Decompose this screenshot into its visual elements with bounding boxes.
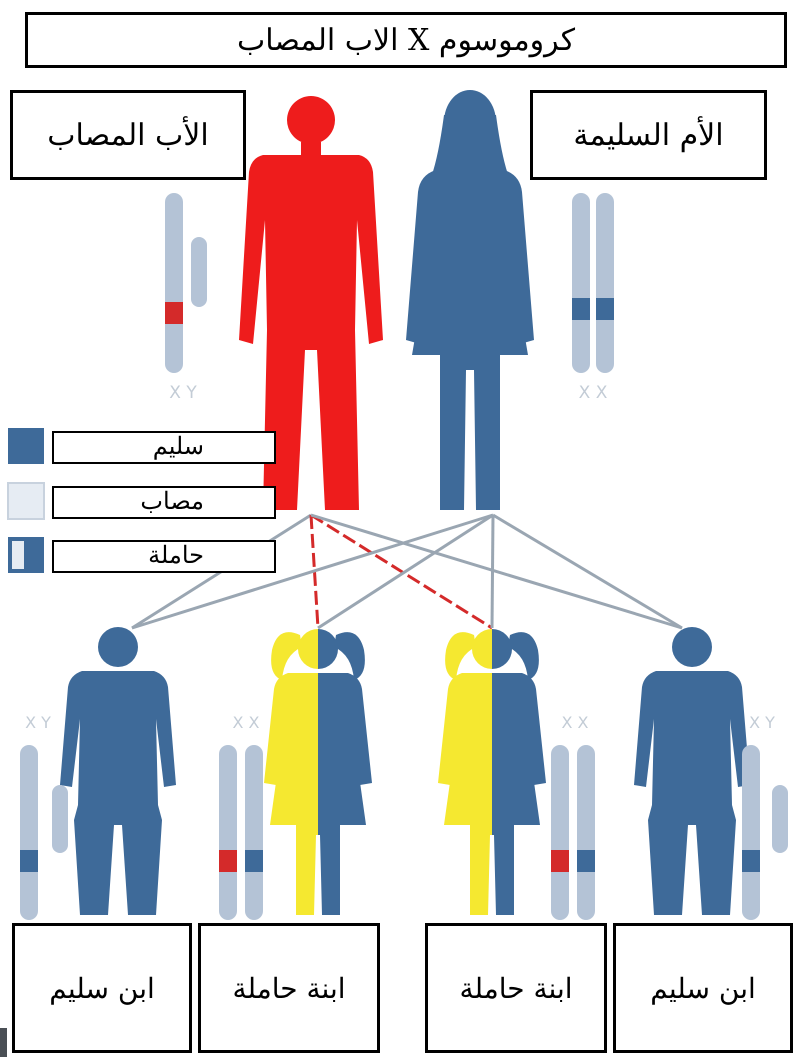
child-label-healthy-son-1: ابن سليم: [12, 923, 192, 1053]
son1-chromosome-caption: X Y: [25, 713, 51, 732]
legend-swatches: [8, 428, 44, 573]
page-corner-mark: [0, 1028, 7, 1057]
legend-label-carrier: حاملة: [52, 540, 276, 573]
mother-label: الأم السليمة: [530, 90, 767, 180]
daughter1-chromosome-caption: X X: [232, 713, 259, 732]
line-father-son2: [311, 515, 682, 628]
legend-label-affected: مصاب: [52, 486, 276, 519]
son2-chromosome-caption: X Y: [749, 713, 775, 732]
legend-swatch-carrier: [8, 537, 44, 573]
healthy-son-figure-2: [634, 627, 750, 915]
father-label: الأب المصاب: [10, 90, 246, 180]
child-label-healthy-son-2: ابن سليم: [613, 923, 793, 1053]
father-chromosomes: X Y: [165, 193, 207, 403]
mother-chromosomes: X X: [572, 193, 614, 403]
mother-chromosome-caption: X X: [579, 383, 608, 403]
son2-chromosomes: X Y: [742, 713, 788, 920]
healthy-mother-figure: [406, 90, 534, 510]
legend-swatch-healthy: [8, 428, 44, 464]
line-mother-daughter2: [492, 515, 493, 628]
carrier-daughter-figure-1: [264, 629, 372, 915]
line-mother-son2: [493, 515, 682, 628]
legend-label-healthy: سليم: [52, 431, 276, 464]
healthy-son-figure-1: [60, 627, 176, 915]
daughter1-chromosomes: X X: [219, 713, 263, 920]
son1-chromosomes: X Y: [20, 713, 68, 920]
legend-swatch-affected: [8, 483, 44, 519]
father-chromosome-caption: X Y: [169, 383, 197, 403]
diagram-title: كروموسوم X الاب المصاب: [25, 12, 787, 68]
daughter2-chromosome-caption: X X: [561, 713, 588, 732]
child-label-carrier-daughter-2: ابنة حاملة: [425, 923, 607, 1053]
daughter2-chromosomes: X X: [551, 713, 595, 920]
carrier-daughter-figure-2: [438, 629, 546, 915]
child-label-carrier-daughter-1: ابنة حاملة: [198, 923, 380, 1053]
